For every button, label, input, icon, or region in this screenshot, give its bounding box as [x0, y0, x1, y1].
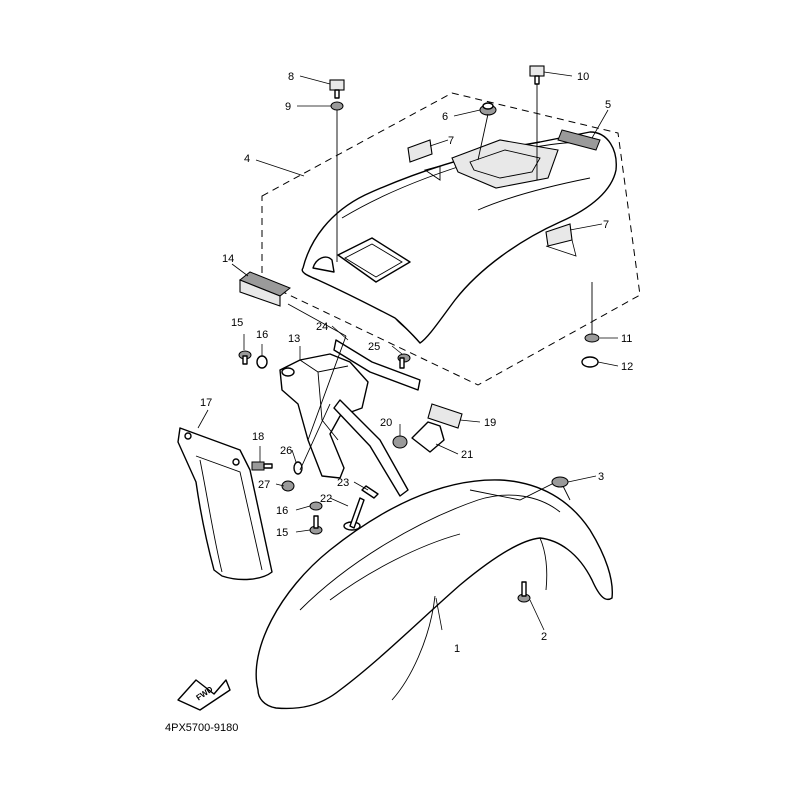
callout-13: 13: [288, 333, 300, 345]
part-code: 4PX5700-9180: [165, 722, 238, 734]
fwd-arrow: FWD: [177, 679, 231, 711]
bolt-10: [529, 65, 545, 85]
callout-5: 5: [605, 99, 611, 111]
callout-19: 19: [484, 417, 496, 429]
rear-fender: [301, 129, 617, 344]
callout-3: 3: [598, 471, 604, 483]
bolt-15-top: [238, 350, 252, 365]
bolt-22: [343, 497, 365, 531]
bolt-8: [329, 79, 345, 99]
callout-9: 9: [285, 101, 291, 113]
bracket-21: [411, 421, 445, 453]
light-bracket-24: [333, 339, 421, 391]
callout-15-top: 15: [231, 317, 243, 329]
callout-15-bottom: 15: [276, 527, 288, 539]
callout-6: 6: [442, 111, 448, 123]
callout-20: 20: [380, 417, 392, 429]
callout-17: 17: [200, 397, 212, 409]
callout-1: 1: [454, 643, 460, 655]
callout-25: 25: [368, 341, 380, 353]
callout-4: 4: [244, 153, 250, 165]
leader-lines: [197, 71, 619, 631]
decal-7-left: [407, 139, 433, 163]
callout-7-right: 7: [603, 219, 609, 231]
emblem-decal: [557, 129, 601, 151]
washer-26: [293, 461, 303, 475]
nut-20: [392, 435, 408, 449]
callout-22: 22: [320, 493, 332, 505]
callout-24: 24: [316, 321, 328, 333]
callout-26: 26: [280, 445, 292, 457]
nut-3: [551, 476, 569, 488]
washer-12: [581, 356, 599, 368]
callout-14: 14: [222, 253, 234, 265]
callout-21: 21: [461, 449, 473, 461]
callout-16-bottom: 16: [276, 505, 288, 517]
pad-14: [239, 271, 291, 307]
callout-numbers: 1 2 3 4 5 6 7 7 8 9 10 11 12 13 14 15 15…: [200, 71, 633, 655]
bolt-18: [251, 461, 273, 471]
reflector-19: [427, 403, 463, 429]
callout-12: 12: [621, 361, 633, 373]
bolt-2: [517, 581, 531, 603]
grommet-6: [479, 102, 497, 116]
callout-11: 11: [621, 333, 632, 345]
washer-16-top: [256, 355, 268, 369]
callout-16-top: 16: [256, 329, 268, 341]
bolt-25: [397, 353, 411, 369]
plate-bracket-13: [279, 353, 409, 497]
callout-8: 8: [288, 71, 294, 83]
nut-11: [584, 333, 600, 343]
washer-9: [330, 101, 344, 111]
bolt-15-bottom: [309, 515, 323, 535]
callout-23: 23: [337, 477, 349, 489]
callout-27: 27: [258, 479, 270, 491]
callout-10: 10: [577, 71, 589, 83]
nut-27: [281, 480, 295, 492]
mud-flap-17: [177, 427, 273, 581]
front-fender: [255, 479, 613, 710]
callout-2: 2: [541, 631, 547, 643]
callout-7-top: 7: [448, 135, 454, 147]
callout-18: 18: [252, 431, 264, 443]
